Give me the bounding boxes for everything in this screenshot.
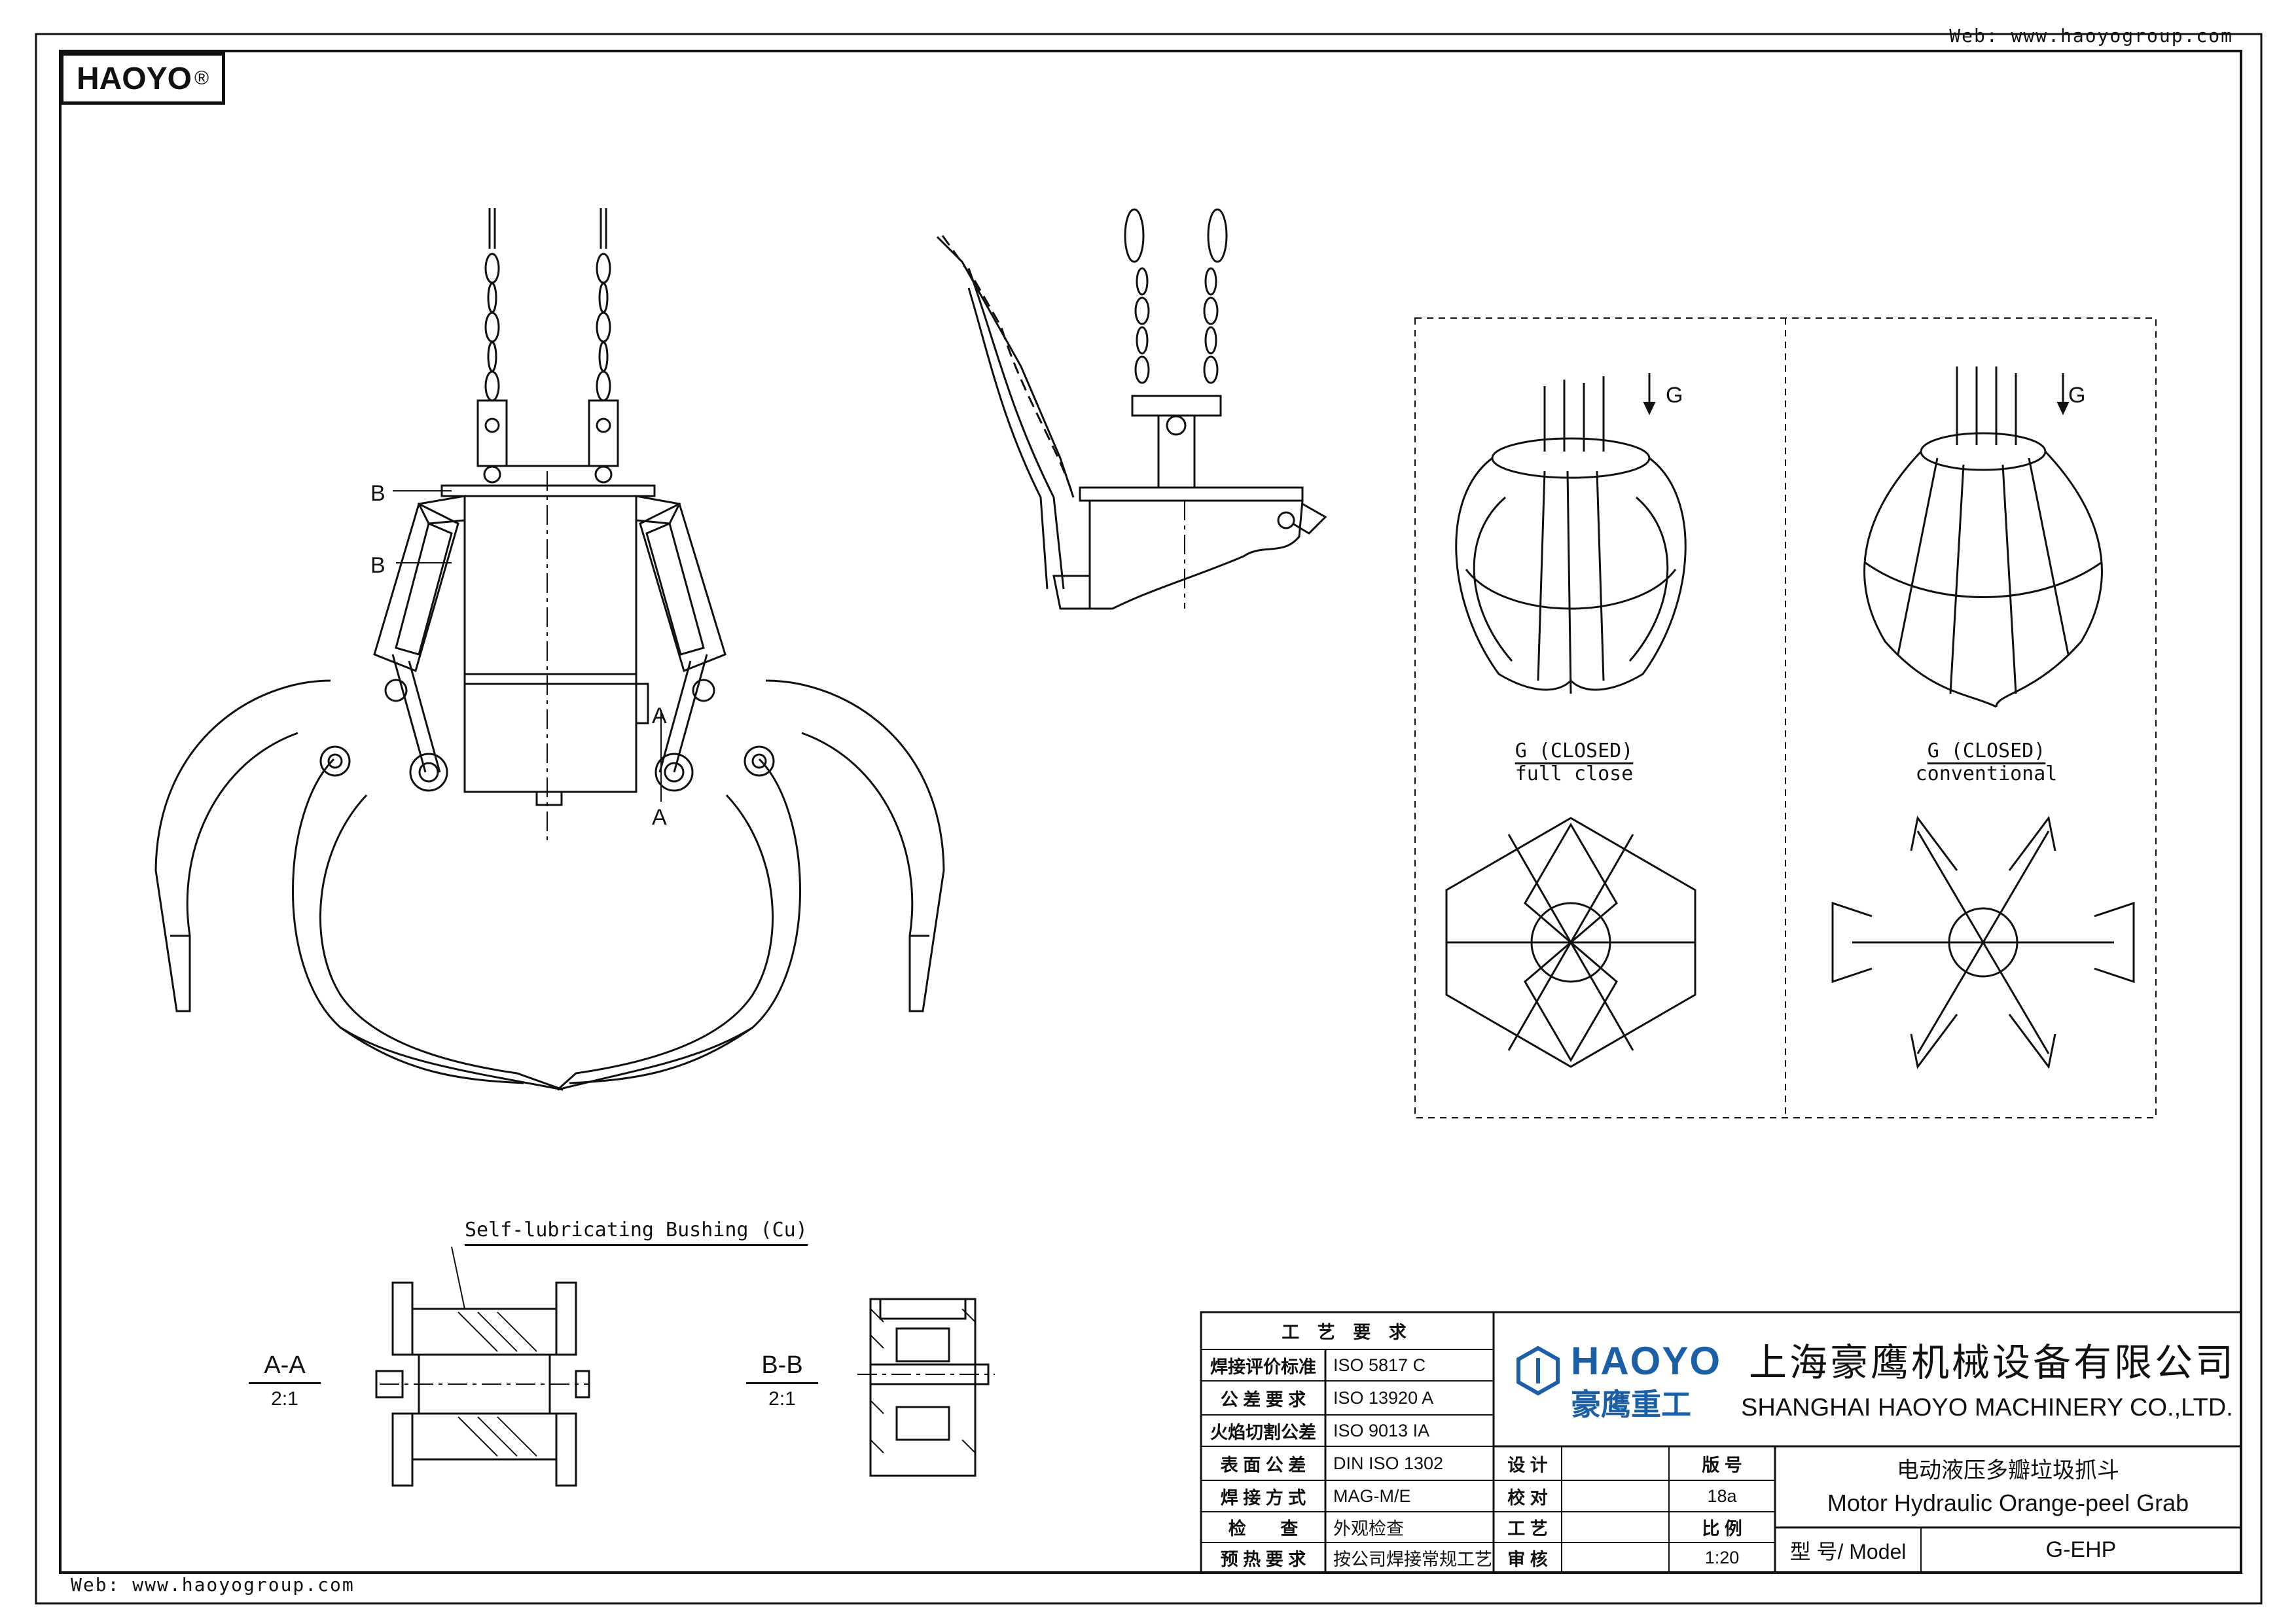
inner-tine-left bbox=[292, 758, 564, 1091]
iso-panel bbox=[1414, 317, 2157, 1118]
website-bottom: Web: www.haoyogroup.com bbox=[71, 1574, 355, 1596]
company-name-cn: 上海豪鹰机械设备有限公司 bbox=[1749, 1340, 2236, 1385]
caption-full-close-title: G (CLOSED) bbox=[1515, 740, 1634, 762]
process-label-2: 公 差 要 求 bbox=[1220, 1389, 1306, 1410]
top-view-conventional bbox=[1831, 815, 2135, 1069]
section-a-label-bottom: A bbox=[652, 805, 667, 830]
website-top: Web: www.haoyogroup.com bbox=[1949, 25, 2233, 46]
process-value-6: 外观检查 bbox=[1333, 1519, 1404, 1539]
brand-en: HAOYO bbox=[1571, 1339, 1722, 1383]
model-value: G-EHP bbox=[2045, 1537, 2117, 1562]
bushing-callout: Self-lubricating Bushing (Cu) bbox=[465, 1219, 808, 1246]
process-label-6: 检 查 bbox=[1228, 1519, 1299, 1539]
logo-text: HAOYO bbox=[76, 61, 192, 96]
sign-design: 设 计 bbox=[1507, 1455, 1548, 1475]
section-bb-title: B-B 2:1 bbox=[746, 1351, 818, 1410]
cylinder-right bbox=[639, 502, 726, 773]
version-value: 18a bbox=[1707, 1486, 1737, 1506]
sign-process: 工 艺 bbox=[1507, 1519, 1548, 1539]
ratio-label: 比 例 bbox=[1702, 1519, 1742, 1539]
iso-grab-full-close bbox=[1455, 376, 1687, 694]
process-value-7: 按公司焊接常规工艺 bbox=[1333, 1549, 1492, 1569]
outer-tine-left bbox=[154, 679, 331, 1012]
direction-g-left: G bbox=[1666, 383, 1683, 408]
model-label: 型 号/ Model bbox=[1789, 1539, 1907, 1563]
direction-g-right: G bbox=[2068, 383, 2086, 408]
front-view bbox=[154, 208, 945, 1091]
iso-grab-conventional bbox=[1863, 366, 2103, 708]
process-value-4: DIN ISO 1302 bbox=[1333, 1453, 1444, 1473]
outer-tine-right bbox=[765, 679, 945, 1012]
sign-check: 校 对 bbox=[1507, 1488, 1548, 1508]
cylinder-left bbox=[373, 502, 459, 773]
registered-mark: ® bbox=[194, 67, 209, 89]
company-name-en: SHANGHAI HAOYO MACHINERY CO.,LTD. bbox=[1741, 1394, 2233, 1421]
section-b-label-bottom: B bbox=[370, 553, 386, 578]
process-label-7: 预 热 要 求 bbox=[1220, 1549, 1306, 1569]
inner-tine-right bbox=[557, 758, 801, 1091]
motor-body bbox=[463, 495, 637, 793]
section-bb-name: B-B bbox=[746, 1351, 818, 1384]
inner-border bbox=[59, 50, 2242, 1574]
ratio-value: 1:20 bbox=[1704, 1547, 1740, 1567]
process-label-5: 焊 接 方 式 bbox=[1220, 1488, 1306, 1508]
detail-bb-drawing bbox=[857, 1298, 995, 1477]
outer-border bbox=[35, 33, 2263, 1605]
product-name-en: Motor Hydraulic Orange-peel Grab bbox=[1827, 1489, 2189, 1516]
section-a-label-top: A bbox=[652, 704, 667, 728]
section-aa-title: A-A 2:1 bbox=[249, 1351, 321, 1410]
section-bb-scale: 2:1 bbox=[768, 1388, 796, 1410]
detail-aa-drawing bbox=[375, 1246, 590, 1487]
sign-approve: 审 核 bbox=[1507, 1549, 1548, 1569]
title-block-grid bbox=[1200, 1311, 2242, 1574]
caption-full-close: G (CLOSED) full close bbox=[1473, 740, 1676, 785]
section-b-label-top: B bbox=[370, 481, 386, 506]
caption-full-close-sub: full close bbox=[1515, 762, 1634, 785]
section-aa-name: A-A bbox=[249, 1351, 321, 1384]
process-value-2: ISO 13920 A bbox=[1333, 1387, 1434, 1408]
process-value-1: ISO 5817 C bbox=[1333, 1355, 1426, 1375]
process-label-1: 焊接评价标准 bbox=[1210, 1357, 1316, 1377]
caption-conventional-sub: conventional bbox=[1915, 762, 2058, 785]
caption-conventional: G (CLOSED) conventional bbox=[1885, 740, 2088, 785]
top-view-full-close bbox=[1445, 817, 1696, 1068]
haoyo-logo: HAOYO® bbox=[60, 52, 225, 105]
process-label-4: 表 面 公 差 bbox=[1220, 1455, 1306, 1475]
chain-right bbox=[588, 208, 619, 484]
process-header: 工 艺 要 求 bbox=[1282, 1323, 1413, 1342]
version-label: 版 号 bbox=[1702, 1455, 1742, 1475]
caption-conventional-title: G (CLOSED) bbox=[1927, 740, 2046, 762]
chain-left bbox=[476, 208, 508, 484]
product-name-cn: 电动液压多瓣垃圾抓斗 bbox=[1897, 1457, 2119, 1483]
section-aa-scale: 2:1 bbox=[271, 1388, 298, 1410]
process-label-3: 火焰切割公差 bbox=[1210, 1422, 1316, 1442]
brand-cn: 豪鹰重工 bbox=[1571, 1387, 1691, 1421]
side-view bbox=[936, 208, 1327, 610]
process-value-5: MAG-M/E bbox=[1333, 1486, 1411, 1506]
process-value-3: ISO 9013 IA bbox=[1333, 1420, 1430, 1440]
